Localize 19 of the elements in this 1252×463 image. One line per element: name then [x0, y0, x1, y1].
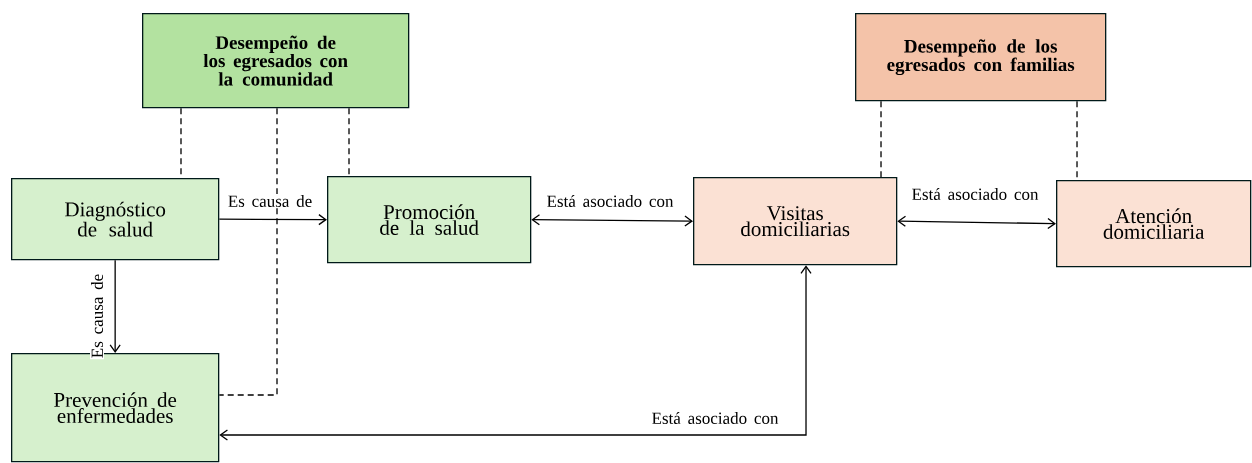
arrow [531, 214, 693, 227]
edge-label: Está asociado con [650, 411, 780, 425]
concept-box: Diagnóstico de salud [11, 178, 220, 261]
edge-label: Es causa de [90, 272, 104, 360]
dashed-connector [880, 100, 882, 178]
arrow [219, 265, 812, 441]
edge-label: Es causa de [226, 194, 314, 208]
edge-label: Está asociado con [545, 194, 675, 208]
heading-box: Desempeño de los egresados con la comunidad [142, 13, 410, 109]
edge-label: Está asociado con [910, 187, 1040, 201]
dashed-connector [218, 107, 278, 396]
dashed-connector [348, 107, 350, 177]
concept-box: Atención domiciliaria [1056, 180, 1252, 268]
arrow [109, 259, 121, 353]
arrow [218, 213, 327, 226]
arrow [897, 215, 1056, 230]
heading-box: Desempeño de los egresados con familias [855, 13, 1107, 102]
concept-box: Visitas domiciliarias [693, 177, 898, 266]
concept-box: Promoción de la salud [327, 176, 532, 264]
